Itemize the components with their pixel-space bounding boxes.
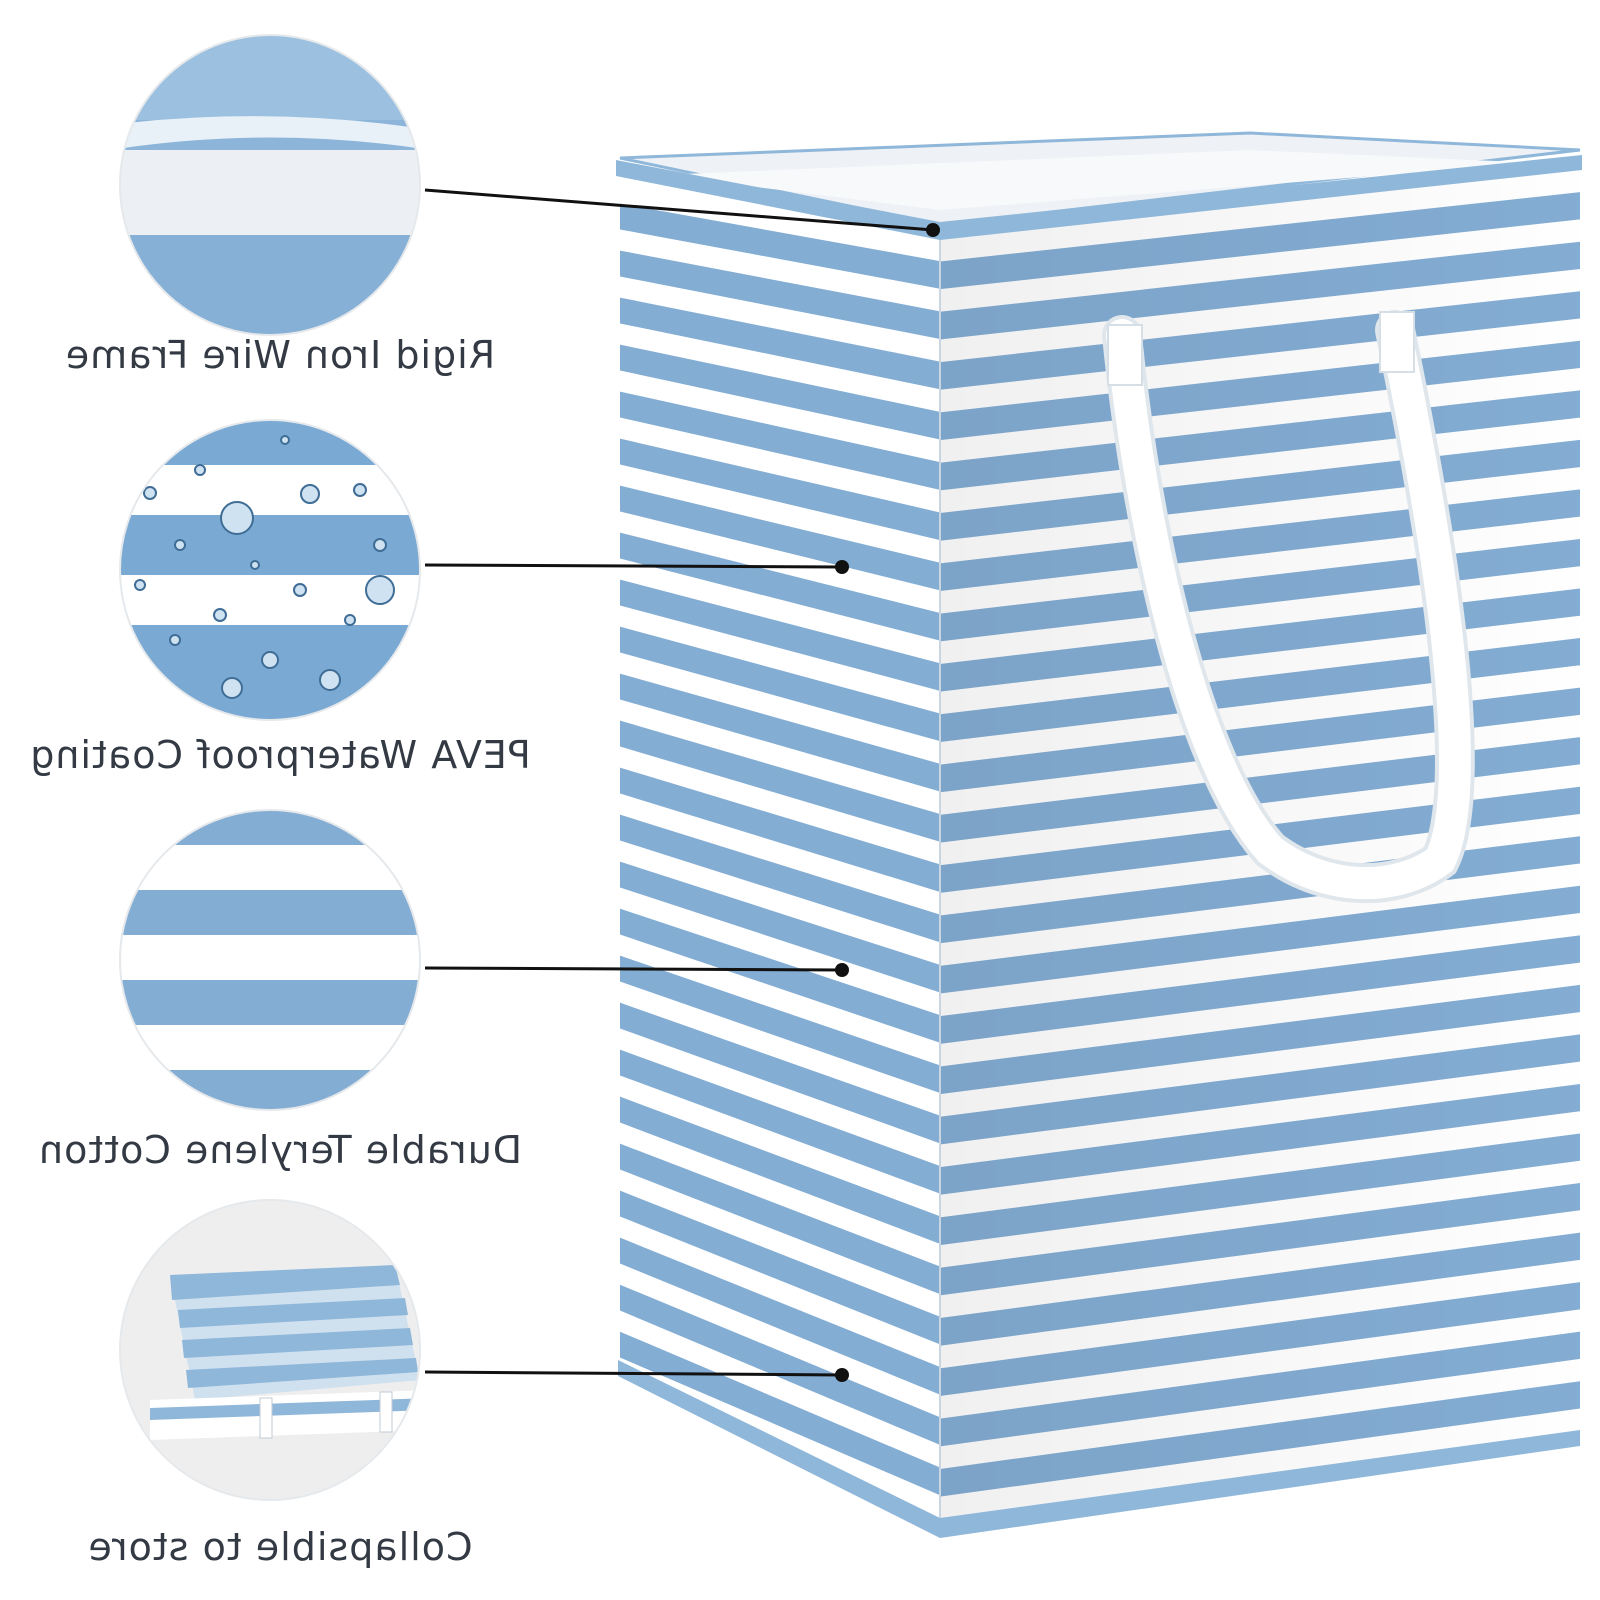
callout-line-collapsible	[424, 1370, 843, 1377]
front-stripe	[620, 1182, 940, 1347]
front-stripe	[620, 293, 940, 391]
front-stripe	[620, 1042, 940, 1196]
front-stripe	[620, 855, 940, 995]
front-stripe	[620, 668, 940, 793]
front-stripe	[620, 200, 940, 290]
front-stripe	[620, 621, 940, 743]
feature-label-fabric: Durable Terylene Cotton	[37, 1128, 523, 1172]
callout-lines	[424, 188, 940, 1382]
front-stripe	[620, 340, 940, 441]
front-stripe	[620, 1089, 940, 1246]
callout-line-fabric	[424, 966, 843, 972]
front-stripe	[620, 1276, 940, 1448]
front-stripe	[620, 574, 940, 693]
feature-label-wire-frame: Rigid Iron Wire Frame	[64, 333, 496, 377]
callout-dot-fabric	[835, 963, 849, 977]
front-stripe	[620, 714, 940, 844]
front-stripe	[620, 387, 940, 491]
feature-label-waterproof: PEVA Waterproof Coating	[29, 733, 531, 777]
basket-bottom-trim	[618, 1360, 1580, 1538]
basket-inner-wall	[660, 150, 1540, 210]
front-stripe	[620, 434, 940, 542]
feature-label-collapsible: Collapsible to store	[87, 1525, 473, 1569]
basket-top-rim	[616, 155, 1582, 240]
callout-dot-wire-frame	[926, 223, 940, 237]
front-stripe	[620, 948, 940, 1095]
callout-line-waterproof	[424, 563, 843, 569]
front-stripe	[620, 1229, 940, 1397]
callout-line-wire-frame	[424, 188, 934, 232]
front-stripe	[620, 808, 940, 944]
feature-circle-waterproof	[119, 419, 421, 721]
front-stripe	[620, 902, 940, 1045]
handle-tab-right	[1379, 311, 1415, 373]
front-stripe	[620, 995, 940, 1146]
callout-dot-collapsible	[835, 1368, 849, 1382]
basket-front-face	[620, 170, 940, 1530]
front-stripe	[620, 527, 940, 642]
front-stripes	[620, 200, 940, 1498]
front-stripe	[620, 480, 940, 592]
front-stripe	[620, 761, 940, 894]
handle-tab-left	[1107, 324, 1143, 386]
front-stripe	[620, 1136, 940, 1297]
front-stripe	[620, 246, 940, 340]
feature-circle-fabric	[119, 809, 421, 1111]
feature-circle-collapsible	[119, 1199, 421, 1501]
feature-circle-wire-frame	[119, 34, 421, 336]
basket-handle	[1102, 310, 1475, 904]
front-stripe	[620, 1323, 940, 1498]
laundry-basket	[616, 131, 1582, 1538]
water-droplets	[134, 435, 395, 699]
callout-dot-waterproof	[835, 560, 849, 574]
